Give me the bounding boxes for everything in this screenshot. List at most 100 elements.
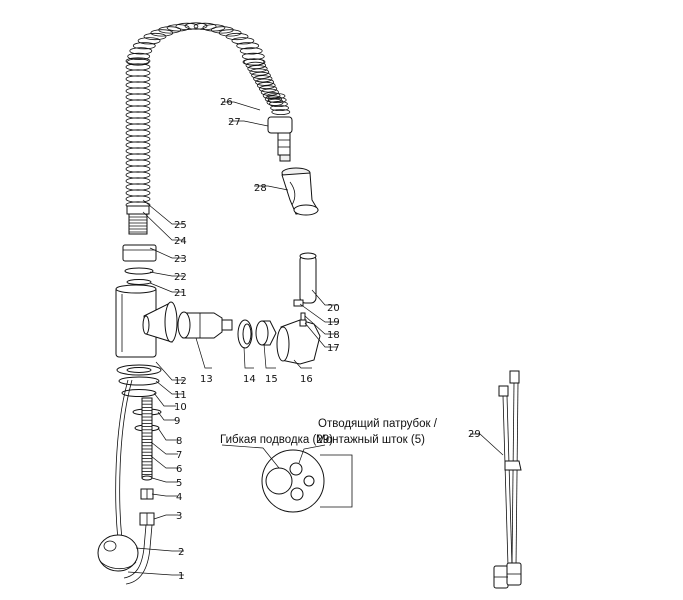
spring-coil-turn (125, 123, 151, 131)
callout-24: 24 (174, 236, 187, 247)
head-spring-turn (266, 93, 286, 100)
callout-2: 2 (178, 547, 184, 558)
spring-coil-turn (125, 147, 151, 155)
leader-lines (127, 101, 504, 576)
head-spring-turn (270, 105, 290, 112)
callout-12: 12 (174, 376, 187, 387)
spring-coil-turn (262, 92, 281, 100)
spring-coil-turn (125, 99, 151, 107)
part-14-ring (237, 319, 253, 349)
spring-coil-turn (125, 159, 151, 167)
part-2-weight (97, 534, 139, 572)
spring-coil-turn (125, 153, 151, 161)
callout-25: 25 (174, 220, 187, 231)
callout-26: 26 (220, 97, 233, 108)
spring-coil-turn (241, 52, 265, 61)
callout-23: 23 (174, 254, 187, 265)
callout-1: 1 (178, 571, 184, 582)
spring-coil-turn (247, 65, 268, 73)
part-20-lever (299, 252, 317, 304)
spring-coil-turn (125, 195, 151, 203)
spring-coil-turn (249, 68, 270, 76)
part-23-nut (122, 244, 157, 262)
spring-coil-turn (260, 88, 279, 96)
callout-numbers: 25 24 23 22 21 12 11 10 9 8 7 6 5 4 3 2 … (174, 97, 481, 582)
connection-detail-circle (261, 449, 353, 513)
spring-coil-turn (125, 117, 151, 125)
part-21-ring (126, 279, 152, 285)
spring-coil-turn (218, 29, 242, 37)
part-17-screw (299, 319, 307, 327)
callout-21: 21 (174, 288, 187, 299)
spring-coil-turn (255, 78, 275, 86)
callout-17: 17 (327, 343, 340, 354)
callout-29: 29 (468, 429, 481, 440)
spring-coil-turn (125, 171, 151, 179)
spring-coil-turn (175, 22, 199, 30)
caption-outlet-line-2: Монтажный шток (5) (316, 434, 425, 446)
part-22-ring (124, 267, 154, 275)
part-12-gasket (116, 364, 162, 376)
spring-coil (125, 22, 284, 235)
caption-outlet-line-1: Отводящий патрубок / (318, 418, 438, 430)
spring-coil-turn (125, 75, 151, 83)
spring-coil-turn (125, 189, 151, 197)
callout-27: 27 (228, 117, 241, 128)
callout-5: 5 (176, 478, 182, 489)
spring-coil-turn (126, 58, 150, 66)
caption-flexible-hose: Гибкая подводка (29) (220, 434, 333, 446)
spring-coil-turn (129, 47, 153, 55)
part-19-screw (293, 299, 304, 307)
part-13-cartridge (177, 311, 233, 339)
callout-15: 15 (265, 374, 278, 385)
part-3-nut (139, 512, 155, 526)
spring-coil-turn (125, 141, 151, 149)
spring-coil-turn (239, 47, 263, 55)
spring-coil-turn (243, 58, 265, 66)
callout-11: 11 (174, 390, 187, 401)
spring-coil-turn (127, 52, 151, 61)
spring-coil-turn (125, 135, 151, 143)
callout-20: 20 (327, 303, 340, 314)
callout-13: 13 (200, 374, 213, 385)
spring-coil-turn (184, 22, 208, 30)
part-5-ring (141, 475, 153, 481)
spring-coil-turn (125, 105, 151, 113)
stud-body (141, 397, 153, 479)
spring-coil-turn (125, 111, 151, 119)
callout-16: 16 (300, 374, 313, 385)
spring-coil-turn (231, 37, 255, 45)
lower-braided-hose (115, 379, 153, 585)
spring-coil-turn (125, 63, 151, 71)
head-spring-turn (271, 109, 291, 116)
callout-18: 18 (327, 330, 340, 341)
part-4-nut (140, 488, 154, 500)
part-10-washer (121, 389, 157, 397)
head-spring-turn (268, 101, 288, 108)
spring-coil-turn (125, 177, 151, 185)
part-28-spray-head (281, 167, 319, 216)
callout-9: 9 (174, 416, 180, 427)
callout-28: 28 (254, 183, 267, 194)
spring-coil-turn (125, 165, 151, 173)
spring-coil-turn (125, 129, 151, 137)
callout-3: 3 (176, 511, 182, 522)
spring-coil-turn (256, 81, 276, 90)
spring-coil-turn (258, 85, 278, 93)
callout-4: 4 (176, 492, 182, 503)
spring-coil-turn (158, 26, 182, 34)
callout-22: 22 (174, 272, 187, 283)
spring-coil-turn (143, 32, 167, 41)
part-26-spring-end (266, 93, 291, 116)
callout-7: 7 (176, 450, 182, 461)
callout-6: 6 (176, 464, 182, 475)
spring-coil-turn (253, 75, 273, 83)
part-6-stud (141, 397, 153, 479)
faucet-body (115, 284, 178, 358)
spring-coil-turn (125, 57, 151, 65)
spring-coil-turn (125, 69, 151, 77)
head-spring-turn (267, 97, 287, 104)
spring-coil-turn (125, 93, 151, 101)
part-16-handle (276, 319, 321, 365)
part-29-flexible-hoses (493, 370, 522, 589)
